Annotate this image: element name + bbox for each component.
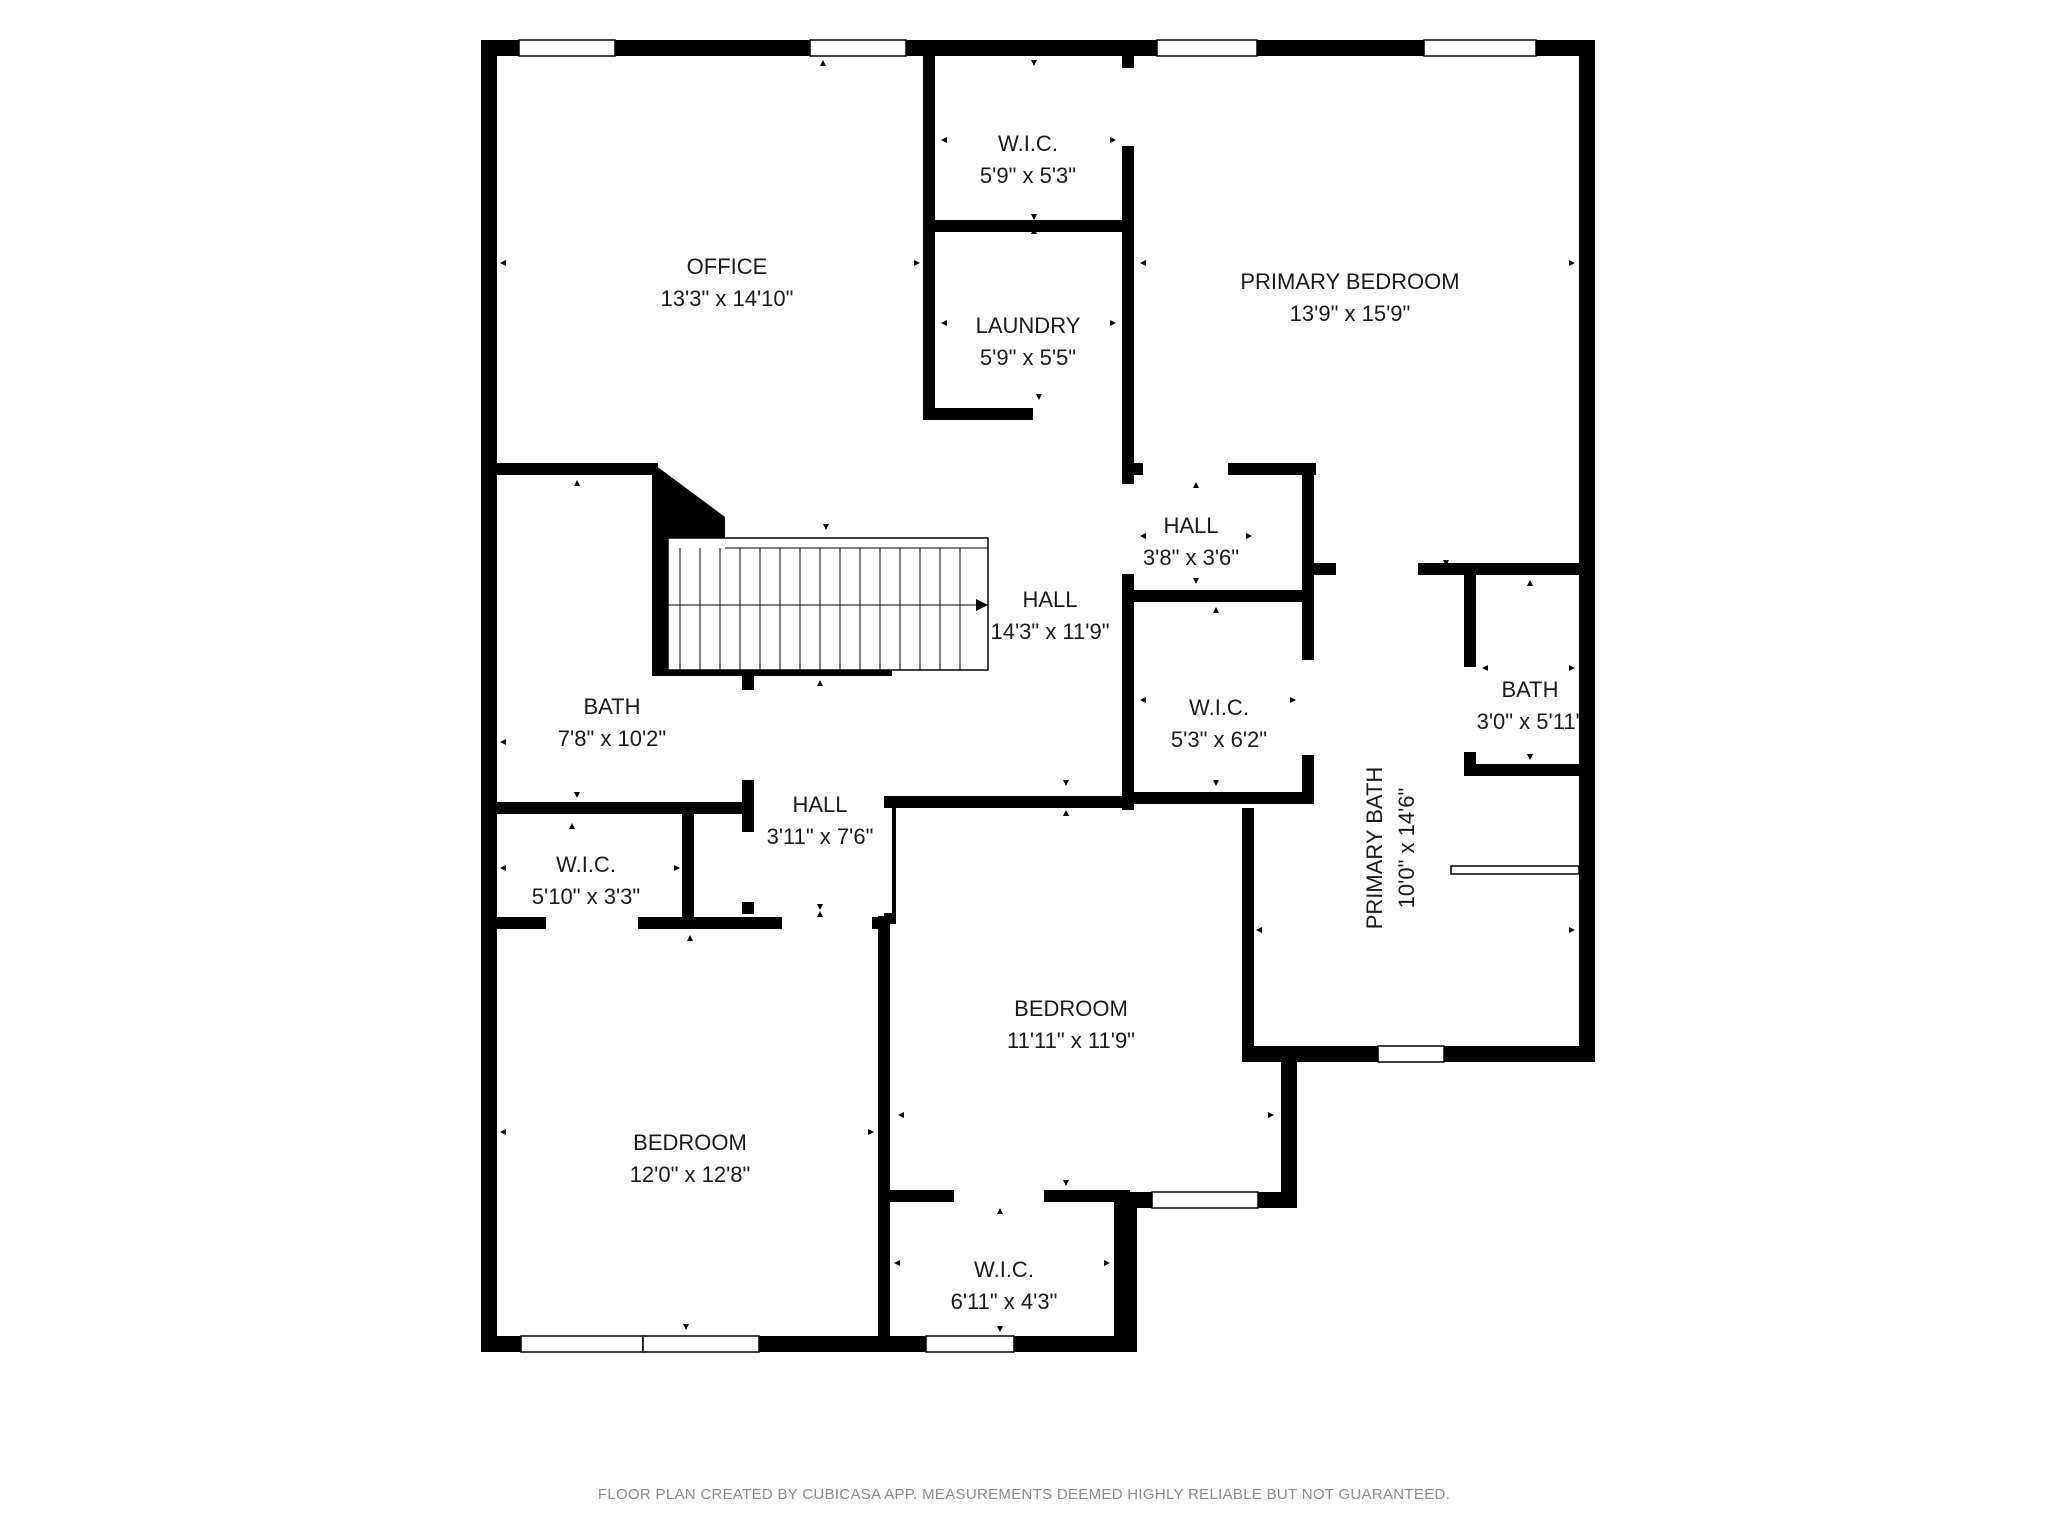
room-bath-right: BATH 3'0" x 5'11" <box>1477 677 1584 734</box>
footer-disclaimer: FLOOR PLAN CREATED BY CUBICASA APP. MEAS… <box>597 1486 1451 1503</box>
window <box>518 39 616 57</box>
door-openings <box>546 68 1478 1204</box>
room-name: W.I.C. <box>974 1257 1034 1282</box>
window <box>642 1335 760 1353</box>
room-size: 5'10" x 3'3" <box>532 884 640 909</box>
room-laundry: LAUNDRY 5'9" x 5'5" <box>976 313 1081 370</box>
room-size: 12'0" x 12'8" <box>630 1162 751 1187</box>
room-wic-left: W.I.C. 5'10" x 3'3" <box>532 852 640 909</box>
room-name: BATH <box>1501 677 1558 702</box>
window <box>809 39 907 57</box>
window <box>1151 1191 1259 1209</box>
room-bath-left: BATH 7'8" x 10'2" <box>558 694 666 751</box>
room-name: HALL <box>1022 587 1077 612</box>
room-size: 10'0" x 14'6" <box>1394 788 1419 909</box>
exterior-walls <box>481 40 1595 1352</box>
window <box>1423 39 1537 57</box>
measurement-marks <box>500 60 1575 1332</box>
room-name: W.I.C. <box>998 131 1058 156</box>
room-name: LAUNDRY <box>976 313 1081 338</box>
room-name: HALL <box>792 792 847 817</box>
room-name: OFFICE <box>687 254 768 279</box>
windows <box>518 39 1580 1353</box>
room-size: 6'11" x 4'3" <box>951 1289 1058 1314</box>
room-wic-mid: W.I.C. 5'3" x 6'2" <box>1171 695 1267 752</box>
room-size: 3'11" x 7'6" <box>767 824 874 849</box>
room-name: PRIMARY BEDROOM <box>1240 269 1459 294</box>
room-hall-lower: HALL 3'11" x 7'6" <box>767 792 874 849</box>
room-wic-top: W.I.C. 5'9" x 5'3" <box>980 131 1076 188</box>
room-name: BATH <box>583 694 640 719</box>
window <box>1156 39 1258 57</box>
room-hall-small: HALL 3'8" x 3'6" <box>1143 513 1239 570</box>
room-size: 7'8" x 10'2" <box>558 726 666 751</box>
room-primary-bath: PRIMARY BATH 10'0" x 14'6" <box>1362 767 1419 930</box>
room-name: HALL <box>1163 513 1218 538</box>
room-size: 3'8" x 3'6" <box>1143 545 1239 570</box>
room-name: W.I.C. <box>556 852 616 877</box>
window <box>1377 1045 1445 1063</box>
room-size: 5'9" x 5'3" <box>980 163 1076 188</box>
room-size: 5'3" x 6'2" <box>1171 727 1267 752</box>
room-size: 11'11" x 11'9" <box>1007 1028 1135 1053</box>
room-office: OFFICE 13'3" x 14'10" <box>661 254 794 311</box>
room-name: BEDROOM <box>633 1130 747 1155</box>
room-name: BEDROOM <box>1014 996 1128 1021</box>
room-wic-bottom: W.I.C. 6'11" x 4'3" <box>951 1257 1058 1314</box>
room-size: 13'9" x 15'9" <box>1290 301 1411 326</box>
room-size: 13'3" x 14'10" <box>661 286 794 311</box>
room-bedroom-center: BEDROOM 11'11" x 11'9" <box>1007 996 1135 1053</box>
room-hall-main: HALL 14'3" x 11'9" <box>990 587 1109 644</box>
room-name: PRIMARY BATH <box>1362 767 1387 930</box>
room-primary-bedroom: PRIMARY BEDROOM 13'9" x 15'9" <box>1240 269 1459 326</box>
window <box>925 1335 1015 1353</box>
window <box>1450 865 1580 875</box>
room-name: W.I.C. <box>1189 695 1249 720</box>
room-bedroom-left: BEDROOM 12'0" x 12'8" <box>630 1130 751 1187</box>
window <box>520 1335 644 1353</box>
stair-direction-arrow-icon <box>976 599 988 611</box>
room-size: 14'3" x 11'9" <box>990 619 1109 644</box>
stairs <box>667 537 989 671</box>
room-size: 5'9" x 5'5" <box>980 345 1076 370</box>
room-size: 3'0" x 5'11" <box>1477 709 1584 734</box>
